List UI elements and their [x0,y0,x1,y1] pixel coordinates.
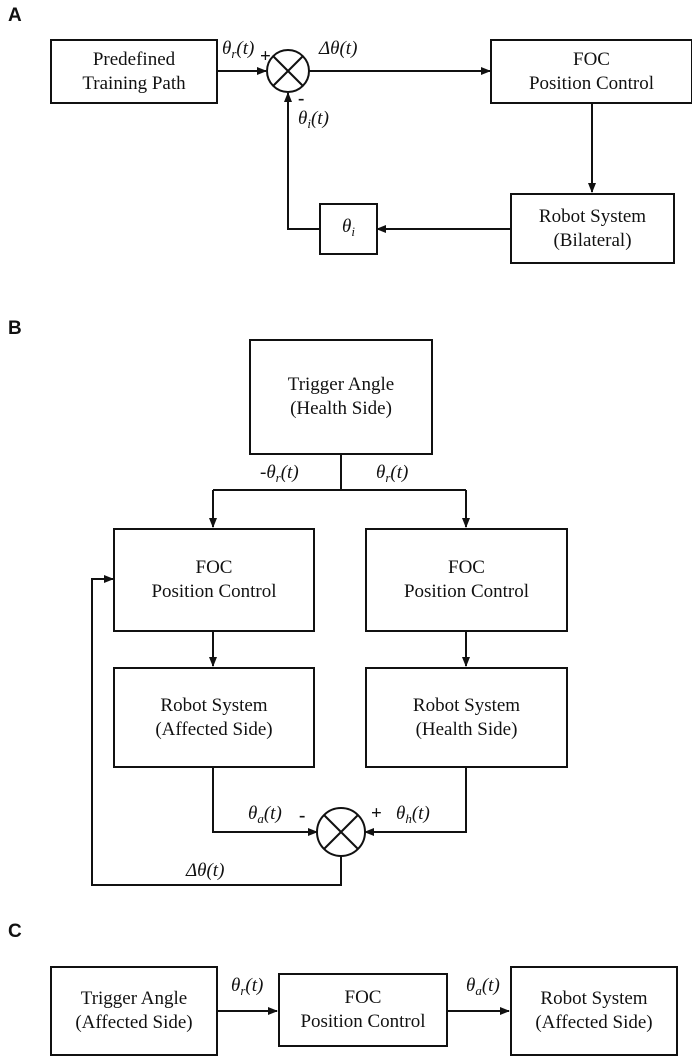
arrow-affected-to-sum [212,767,318,836]
label-theta-r-b: θr(t) [376,462,409,485]
box-line: Training Path [82,72,186,94]
arrow-sensor-to-sum [284,92,319,230]
trigger-angle-affected-box: Trigger Angle (Affected Side) [50,966,218,1056]
robot-system-affected-box-c: Robot System (Affected Side) [510,966,678,1056]
sensor-theta-i-box: θi [319,203,378,255]
box-line: Trigger Angle [80,988,188,1009]
sign-plus-a: + [260,46,271,67]
foc-position-control-box-left: FOC Position Control [113,528,315,632]
label-theta-a-b: θa(t) [248,803,282,826]
label-neg-theta-r-b: -θr(t) [260,462,299,485]
box-line: Robot System [412,694,521,716]
sum-junction-b [316,807,366,857]
panel-label-a: A [8,5,22,26]
robot-system-bilateral-box: Robot System (Bilateral) [510,193,675,264]
label-delta-theta-b: Δθ(t) [186,860,225,881]
box-line: Position Control [151,581,277,602]
box-line: (Health Side) [415,718,518,740]
box-line: Trigger Angle [287,374,395,395]
label-theta-r-a: θr(t) [222,38,255,61]
robot-system-affected-box: Robot System (Affected Side) [113,667,315,768]
label-theta-a-c: θa(t) [466,975,500,998]
trigger-angle-health-box: Trigger Angle (Health Side) [249,339,433,455]
label-theta-h-b: θh(t) [396,803,430,826]
box-line: Predefined [92,48,176,70]
box-line: (Affected Side) [75,1012,193,1033]
box-line: FOC [573,48,610,70]
box-line: Position Control [300,1011,426,1032]
box-line: Robot System [160,694,268,716]
panel-label-b: B [8,318,22,339]
sign-minus-a: - [298,88,305,109]
box-line: FOC [344,987,382,1008]
box-line: (Affected Side) [155,718,273,740]
box-line: Position Control [403,581,530,602]
robot-system-health-box: Robot System (Health Side) [365,667,568,768]
predefined-training-path-box: Predefined Training Path [50,39,218,104]
foc-position-control-box-c: FOC Position Control [278,973,448,1047]
foc-position-control-box-right: FOC Position Control [365,528,568,632]
sign-minus-b: - [299,805,306,826]
label-theta-i-a: θi(t) [298,108,329,131]
box-line: Robot System [538,205,647,227]
box-line: Position Control [528,72,655,94]
sign-plus-b: + [371,803,382,824]
arrow-health-to-sum [364,767,467,836]
box-line: FOC [448,557,485,578]
foc-position-control-box-a: FOC Position Control [490,39,692,104]
box-line: (Bilateral) [553,229,632,251]
box-line: (Health Side) [290,398,392,419]
box-line: (Affected Side) [535,1012,653,1033]
panel-label-c: C [8,921,22,942]
sum-junction-a [266,49,310,93]
label-theta-r-c: θr(t) [231,975,264,998]
box-symbol: θi [342,215,355,239]
arrow-error-feedback [91,575,342,886]
label-delta-theta-a: Δθ(t) [319,38,358,59]
box-line: FOC [195,557,233,578]
box-line: Robot System [540,988,648,1009]
